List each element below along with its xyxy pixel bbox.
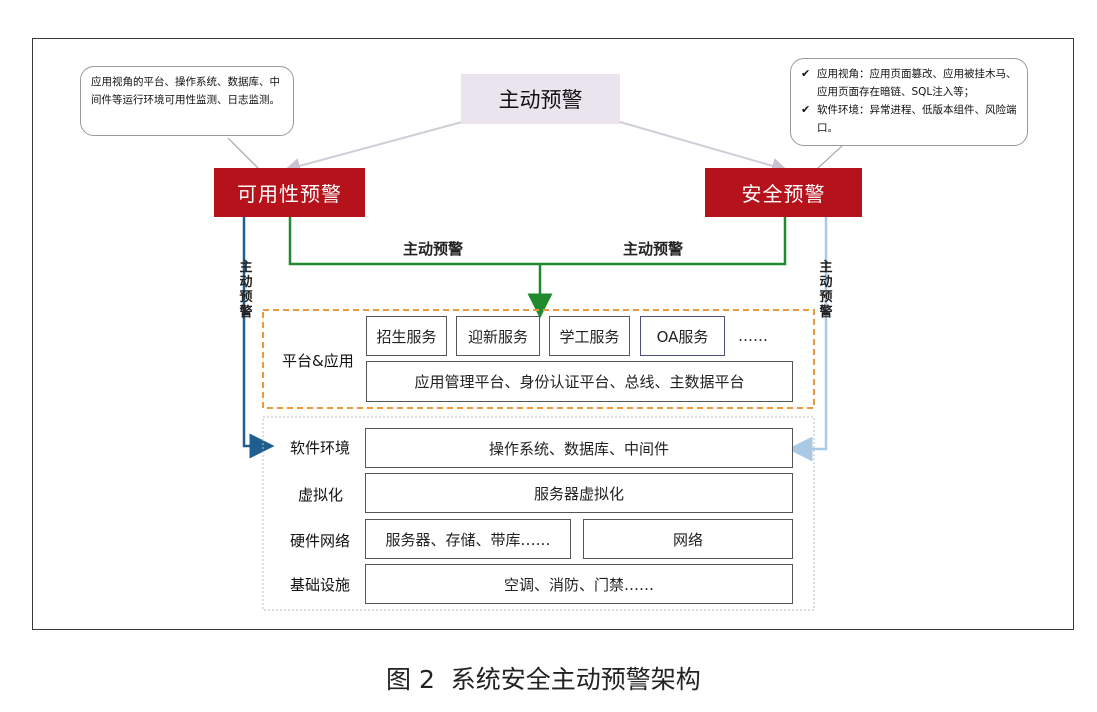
layer-infra-content: 空调、消防、门禁……: [365, 564, 793, 604]
edge-availability-to-software: [242, 217, 275, 459]
layer-hardware-network: 网络: [583, 519, 793, 559]
edge-label-left-vertical: 主 动 预 警: [238, 260, 254, 320]
vlabel-char: 动: [239, 275, 253, 290]
security-warning-node: 安全预警: [705, 168, 862, 217]
platform-section-label: 平台&应用: [282, 352, 354, 370]
vlabel-char: 预: [819, 290, 833, 305]
edge-top-left: [284, 121, 463, 174]
edge-security-to-software: [787, 217, 828, 462]
vlabel-char: 主: [239, 260, 253, 275]
edge-green-merge: [288, 217, 787, 266]
layer-software-content: 操作系统、数据库、中间件: [365, 428, 793, 468]
service-more: ……: [738, 327, 768, 345]
callout-right-item: 应用视角：应用页面篡改、应用被挂木马、应用页面存在暗链、SQL注入等；: [801, 65, 1017, 101]
edge-label-left-horizontal: 主动预警: [403, 240, 464, 258]
edge-top-right: [619, 121, 788, 174]
service-welcome: 迎新服务: [456, 316, 540, 356]
figure-caption: 图 2 系统安全主动预警架构: [386, 665, 701, 694]
layer-label-infra: 基础设施: [290, 576, 351, 594]
layer-hardware-servers: 服务器、存储、带库……: [365, 519, 571, 559]
callout-right-item: 软件环境：异常进程、低版本组件、风险端口。: [801, 101, 1017, 137]
platform-section-border: [262, 309, 815, 409]
service-admission: 招生服务: [366, 316, 447, 356]
service-student-affairs: 学工服务: [549, 316, 630, 356]
top-node-proactive-warning: 主动预警: [461, 74, 620, 124]
callout-left-text: 应用视角的平台、操作系统、数据库、中间件等运行环境可用性监测、日志监测。: [91, 76, 280, 106]
vlabel-char: 预: [239, 290, 253, 305]
layer-virtual-content: 服务器虚拟化: [365, 473, 793, 513]
callout-right-pointer: [817, 145, 843, 169]
service-oa: OA服务: [640, 316, 725, 356]
platform-bar: 应用管理平台、身份认证平台、总线、主数据平台: [366, 361, 793, 402]
callout-right-list: 应用视角：应用页面篡改、应用被挂木马、应用页面存在暗链、SQL注入等； 软件环境…: [801, 65, 1017, 137]
layer-label-hardware: 硬件网络: [290, 532, 351, 550]
diagram-frame: [32, 38, 1074, 630]
edge-label-right-vertical: 主 动 预 警: [818, 260, 834, 320]
layer-label-virtual: 虚拟化: [298, 486, 344, 504]
availability-warning-node: 可用性预警: [214, 168, 365, 217]
vlabel-char: 警: [239, 305, 253, 320]
vlabel-char: 主: [819, 260, 833, 275]
callout-right: 应用视角：应用页面篡改、应用被挂木马、应用页面存在暗链、SQL注入等； 软件环境…: [790, 58, 1028, 146]
layer-label-software: 软件环境: [290, 439, 351, 457]
callout-left: 应用视角的平台、操作系统、数据库、中间件等运行环境可用性监测、日志监测。: [80, 66, 294, 136]
vlabel-char: 动: [819, 275, 833, 290]
callout-left-pointer: [227, 137, 259, 169]
edge-label-right-horizontal: 主动预警: [623, 240, 684, 258]
vlabel-char: 警: [819, 305, 833, 320]
